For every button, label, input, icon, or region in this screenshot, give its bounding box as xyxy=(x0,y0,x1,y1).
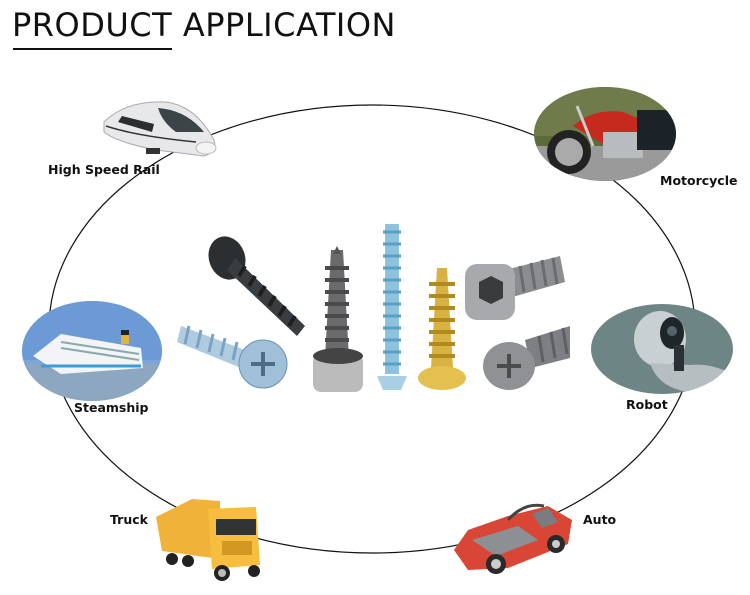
train-icon xyxy=(103,101,217,157)
blue-flat-screw-icon xyxy=(377,224,407,390)
robot-icon xyxy=(591,304,733,394)
socket-screw-icon xyxy=(465,256,565,320)
label-high-speed-rail: High Speed Rail xyxy=(48,162,160,177)
truck-icon xyxy=(156,499,260,581)
title-underline xyxy=(13,48,172,50)
label-steamship: Steamship xyxy=(74,400,149,415)
label-motorcycle: Motorcycle xyxy=(660,173,738,188)
black-screw-icon xyxy=(208,236,305,336)
grey-flange-screw-icon xyxy=(313,246,363,392)
screws-image xyxy=(177,224,570,392)
phillips-screw-icon xyxy=(483,326,570,390)
ship-icon xyxy=(22,301,162,401)
label-robot: Robot xyxy=(626,397,668,412)
blue-hex-screw-icon xyxy=(177,325,288,389)
car-icon xyxy=(454,503,572,574)
brass-screw-icon xyxy=(418,268,466,390)
label-truck: Truck xyxy=(110,512,148,527)
page-title: PRODUCT APPLICATION xyxy=(12,6,396,44)
motorcycle-icon xyxy=(534,87,676,181)
label-auto: Auto xyxy=(583,512,617,527)
